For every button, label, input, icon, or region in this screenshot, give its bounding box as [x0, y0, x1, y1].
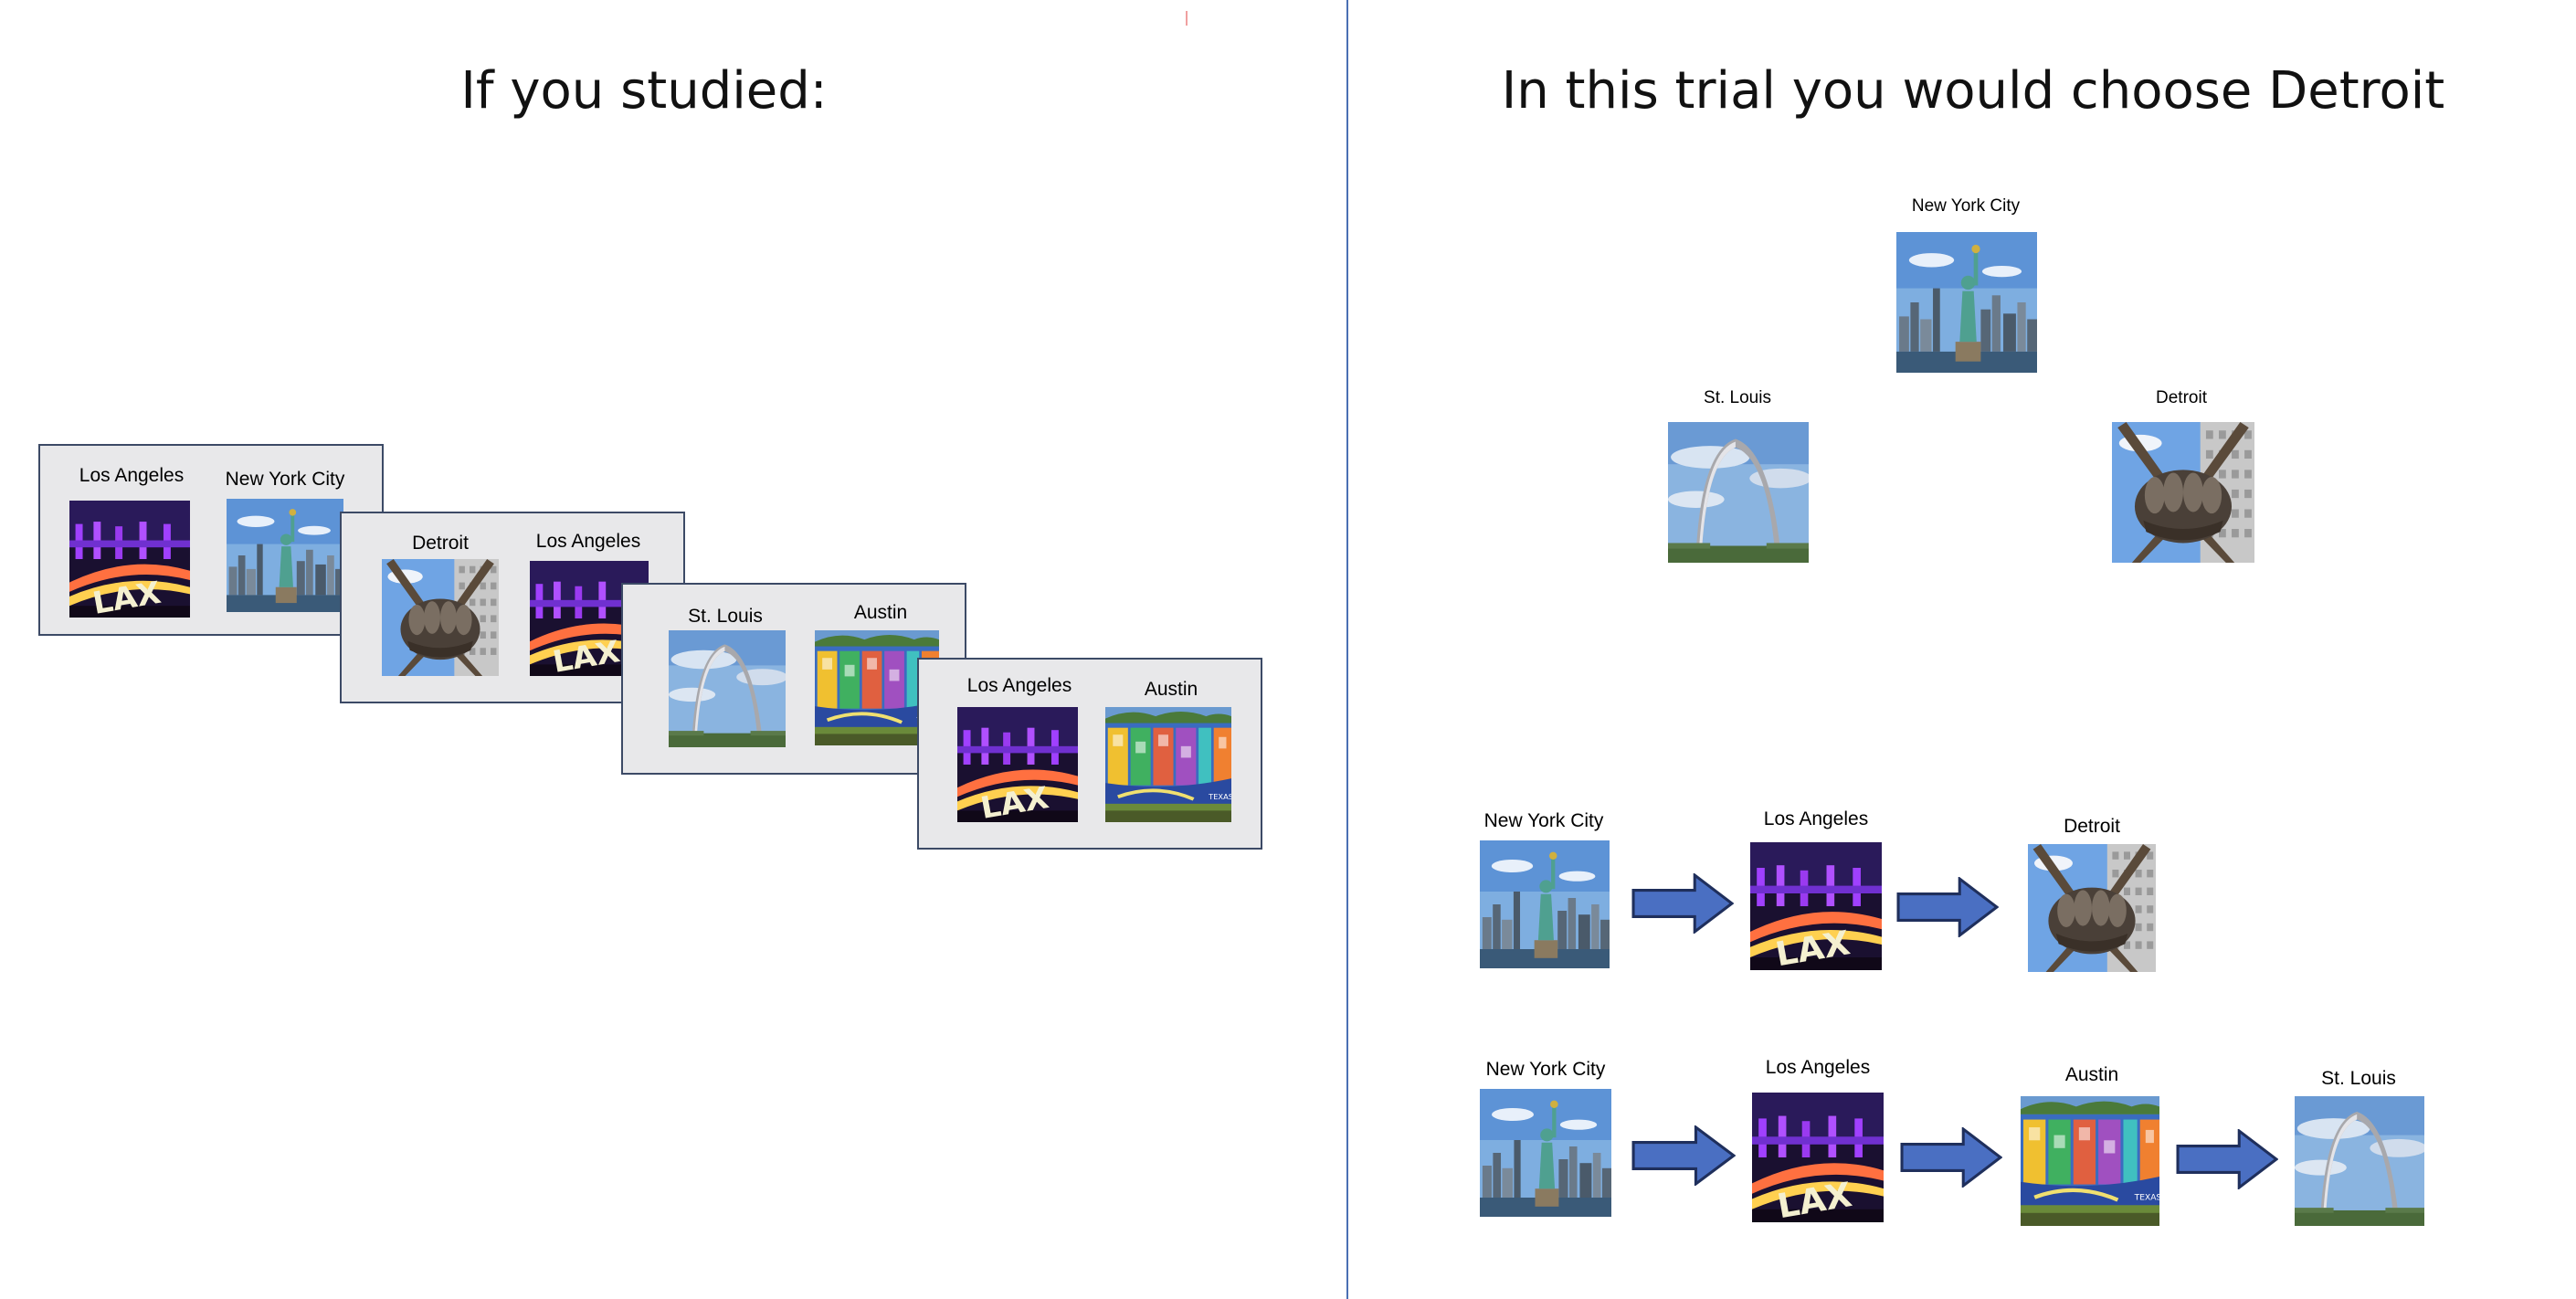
- la-image: [1750, 842, 1882, 970]
- la-image: [957, 707, 1078, 822]
- arrow-icon: [1631, 873, 1734, 934]
- study-card-3: St. Louis Austin: [621, 583, 966, 775]
- arrow-icon: [1900, 1127, 2002, 1188]
- detroit-image: [382, 559, 499, 676]
- chain-1-label-2: Los Angeles: [1763, 808, 1869, 829]
- study-card-4: Los Angeles Austin: [917, 658, 1262, 850]
- chain-2-label-3: Austin: [2064, 1064, 2119, 1085]
- right-title: In this trial you would choose Detroit: [1501, 61, 2445, 121]
- arrow-icon: [1896, 877, 1999, 937]
- triad-top-label: New York City: [1911, 196, 2021, 216]
- card-3-label-left: St. Louis: [688, 606, 763, 627]
- left-title: If you studied:: [460, 61, 828, 121]
- chain-2-label-2: Los Angeles: [1765, 1057, 1871, 1078]
- card-3-label-right: Austin: [853, 602, 908, 623]
- chain-1-label-3: Detroit: [2064, 816, 2120, 837]
- arrow-icon: [2176, 1129, 2278, 1189]
- study-card-1: Los Angeles New York City: [38, 444, 384, 636]
- nyc-image: [1480, 840, 1610, 968]
- red-tick-mark: [1186, 11, 1188, 26]
- card-1-label-left: Los Angeles: [79, 465, 185, 486]
- stl-image: [669, 630, 786, 747]
- stl-image: [1668, 422, 1809, 563]
- chain-2-label-4: St. Louis: [2321, 1068, 2396, 1089]
- nyc-image: [1480, 1089, 1611, 1217]
- detroit-image: [2112, 422, 2254, 563]
- chain-2-label-1: New York City: [1485, 1059, 1606, 1080]
- nyc-image: [1896, 232, 2037, 373]
- austin-image: [2021, 1096, 2159, 1226]
- center-divider: [1346, 0, 1348, 1299]
- card-4-label-right: Austin: [1144, 679, 1198, 700]
- austin-image: [1105, 707, 1231, 822]
- card-2-label-right: Los Angeles: [535, 531, 641, 552]
- stl-image: [2295, 1096, 2424, 1226]
- card-4-label-left: Los Angeles: [966, 675, 1072, 696]
- chain-1-label-1: New York City: [1483, 810, 1604, 831]
- triad-left-label: St. Louis: [1704, 388, 1771, 407]
- triad-right-label: Detroit: [2156, 388, 2207, 407]
- arrow-icon: [1631, 1125, 1736, 1186]
- card-1-label-right: New York City: [225, 469, 345, 490]
- detroit-image: [2028, 844, 2156, 972]
- la-image: [1752, 1093, 1884, 1222]
- la-image: [69, 501, 190, 618]
- nyc-image: [227, 499, 343, 612]
- card-2-label-left: Detroit: [412, 533, 469, 554]
